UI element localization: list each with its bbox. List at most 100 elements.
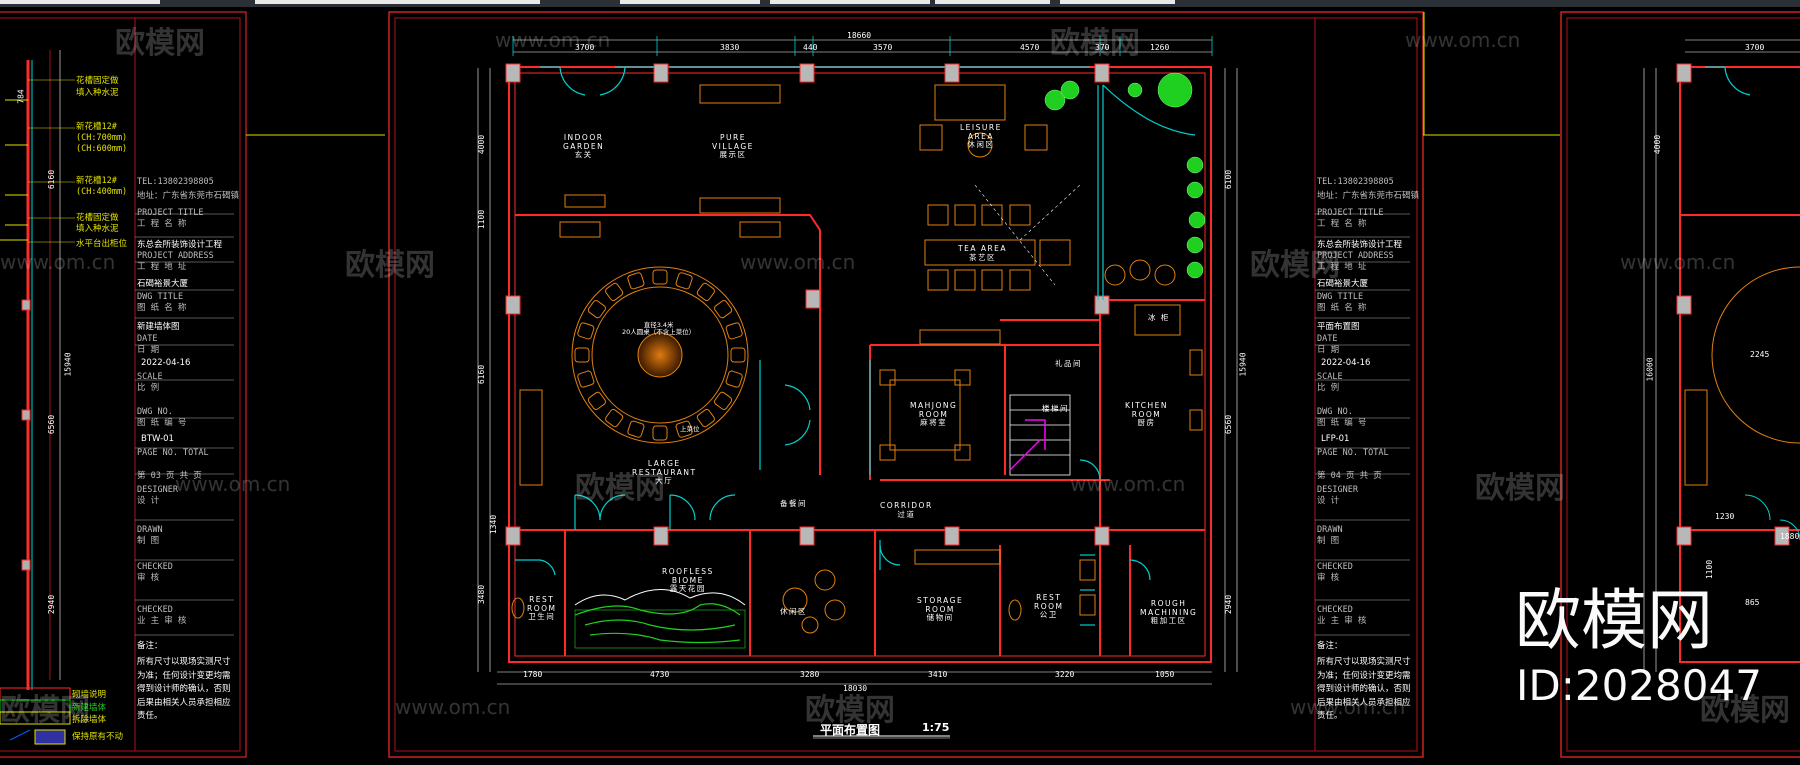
notes-title: 备注： xyxy=(1317,641,1343,651)
label-cn: 制 图 xyxy=(137,536,160,546)
note: 水平台出柜位 xyxy=(76,239,128,249)
dim-right: 6100 xyxy=(1224,169,1234,190)
note: 填入种水泥 xyxy=(76,88,119,98)
dim-left: 1340 xyxy=(489,514,499,535)
watermark-url: www.om.cn xyxy=(395,695,511,719)
watermark-url: www.om.cn xyxy=(1620,250,1736,274)
toolbar-segment[interactable] xyxy=(620,0,760,4)
dim-bottom: 4730 xyxy=(650,670,670,679)
label-cn: 审 核 xyxy=(137,573,160,583)
tel: TEL:13802398805 xyxy=(1317,177,1394,187)
dim-bottom: 3410 xyxy=(928,670,948,679)
note: 新花槽12# xyxy=(76,176,117,186)
drawing-number: LFP-01 xyxy=(1321,434,1350,444)
watermark-logo: 欧模网 xyxy=(0,693,90,728)
dim-label: 784 xyxy=(16,89,26,104)
project-address: 石碣裕景大厦 xyxy=(137,279,189,289)
note: (CH:600mm) xyxy=(76,144,128,154)
dining-chair xyxy=(577,322,595,340)
dim-top: 3570 xyxy=(873,43,893,52)
dim-total-bottom: 18030 xyxy=(843,684,868,693)
stamp-brand: 欧模网 xyxy=(1515,582,1713,659)
dim-top: 1260 xyxy=(1150,43,1170,52)
watermark-url: www.om.cn xyxy=(1290,695,1406,719)
label-cn: 设 计 xyxy=(1317,496,1340,506)
toolbar-segment[interactable] xyxy=(0,0,160,4)
label-cn: 图 纸 名 称 xyxy=(137,303,187,313)
label-cn: 设 计 xyxy=(137,496,160,506)
dining-chair xyxy=(605,282,624,301)
toolbar-segment[interactable] xyxy=(255,0,540,4)
date: 2022-04-16 xyxy=(1321,358,1371,368)
toolbar-segment[interactable] xyxy=(1060,0,1175,4)
watermark-logo: 欧模网 xyxy=(115,26,205,61)
label-cn: 审 核 xyxy=(1317,573,1340,583)
label-en: CHECKED xyxy=(137,562,173,572)
dining-chair xyxy=(725,322,743,340)
table-side-note: 上菜位 xyxy=(680,425,700,433)
dining-chair xyxy=(605,409,624,428)
toolbar-segment[interactable] xyxy=(935,0,1050,4)
label-en: DRAWN xyxy=(1317,525,1343,535)
watermark-logo: 欧模网 xyxy=(1250,248,1340,283)
label-en: CHECKED xyxy=(1317,605,1353,615)
tel: TEL:13802398805 xyxy=(137,177,214,187)
project-name: 东总会所装饰设计工程 xyxy=(137,240,223,250)
watermark-logo: 欧模网 xyxy=(1475,471,1565,506)
label-cn: 业 主 审 核 xyxy=(1317,616,1367,626)
label: PAGE NO. TOTAL xyxy=(1317,448,1389,458)
watermark-logo: 欧模网 xyxy=(805,693,895,728)
date: 2022-04-16 xyxy=(141,358,191,368)
dining-chair xyxy=(652,269,668,285)
dim-bottom: 1780 xyxy=(523,670,543,679)
label-cn: 工 程 名 称 xyxy=(137,219,187,229)
dining-chair xyxy=(714,391,733,410)
project-address: 石碣裕景大厦 xyxy=(1317,279,1369,289)
dim: 16000 xyxy=(1645,357,1655,382)
label-cn: 图 纸 名 称 xyxy=(1317,303,1367,313)
label-en: DESIGNER xyxy=(137,485,178,495)
dining-chair xyxy=(675,272,693,290)
dim-top: 3830 xyxy=(720,43,740,52)
watermark-url: www.om.cn xyxy=(1405,28,1521,52)
dim-left: 3480 xyxy=(477,584,487,605)
label-en: DATE xyxy=(137,334,158,344)
label-cn: 比 例 xyxy=(137,383,160,393)
notes: 所有尺寸以现场实测尺寸为准；任何设计变更均需得到设计师的确认，否则后果由相关人员… xyxy=(137,657,231,722)
label-cn: 制 图 xyxy=(1317,536,1340,546)
dining-chair xyxy=(730,347,746,363)
dim-top: 370 xyxy=(1095,43,1110,52)
room-leisure-small: 休闲区 xyxy=(780,607,807,616)
dining-chair xyxy=(587,300,606,319)
label-en: DWG TITLE xyxy=(137,292,184,302)
dim-label: 2940 xyxy=(47,594,57,615)
dim: 1230 xyxy=(1715,512,1735,521)
watermark-url: www.om.cn xyxy=(495,28,611,52)
dim: 4000 xyxy=(1653,134,1663,155)
dining-chair xyxy=(652,425,668,441)
toolbar-segment[interactable] xyxy=(770,0,930,4)
legend-item: 拆除墙体 xyxy=(72,715,107,725)
dim-right: 2940 xyxy=(1224,594,1234,615)
dining-chair xyxy=(714,300,733,319)
watermark-url: www.om.cn xyxy=(0,250,116,274)
dim-left: 1100 xyxy=(477,209,487,230)
dim-bottom: 1050 xyxy=(1155,670,1175,679)
drawing-title: 新建墙体图 xyxy=(137,322,180,332)
label-cn: 工 程 地 址 xyxy=(1317,262,1367,272)
dim-label: 6560 xyxy=(47,414,57,435)
dim-right: 6560 xyxy=(1224,414,1234,435)
room-fridge: 冰 柜 xyxy=(1148,313,1170,322)
left-sheet xyxy=(0,11,385,758)
label-en: DWG TITLE xyxy=(1317,292,1364,302)
legend-item: 保持原有不动 xyxy=(72,732,124,742)
dining-chair xyxy=(696,282,715,301)
